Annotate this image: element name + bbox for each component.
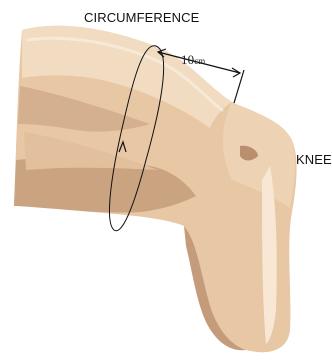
- measurement-value: 10: [181, 52, 194, 67]
- circumference-label: CIRCUMFERENCE: [84, 10, 199, 25]
- measurement-label: 10cm: [181, 52, 205, 68]
- knee-label: KNEE: [296, 152, 332, 167]
- measurement-unit: cm: [194, 56, 205, 66]
